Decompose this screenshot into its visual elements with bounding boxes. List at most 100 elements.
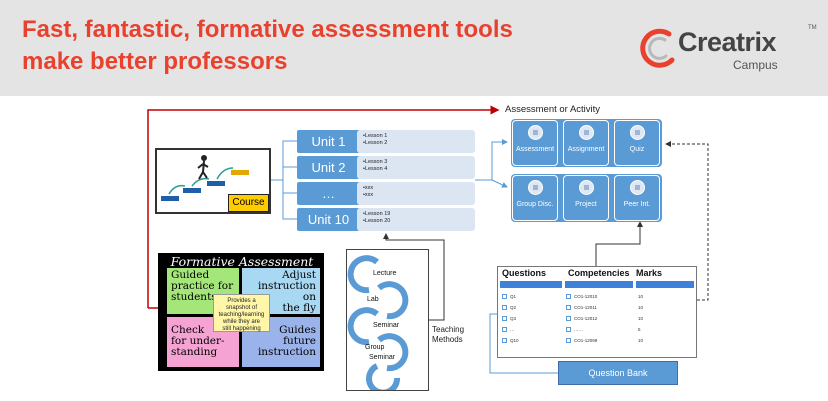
- cell-question: Q10: [510, 338, 519, 343]
- row-checkbox[interactable]: [502, 338, 507, 343]
- quadrant-line: for under-: [171, 335, 225, 347]
- document-icon: [579, 180, 594, 195]
- method-group-seminar: Seminar: [369, 354, 396, 361]
- lesson-item: •Lesson 4: [363, 166, 388, 172]
- tile-label: Assignment: [567, 146, 605, 153]
- quadrant-line: standing: [171, 346, 218, 358]
- document-icon: [528, 180, 543, 195]
- row-checkbox[interactable]: [502, 316, 507, 321]
- cell-marks: 10: [638, 338, 644, 343]
- column-bar: [500, 281, 562, 288]
- quadrant-check-understanding: Check for under- standing: [167, 317, 239, 367]
- row-checkbox[interactable]: [502, 294, 507, 299]
- quadrant-line: Guides: [279, 324, 316, 336]
- cell-question: Q2: [510, 305, 517, 310]
- row-checkbox[interactable]: [502, 327, 507, 332]
- unit-2[interactable]: Unit 2: [297, 156, 360, 179]
- tile-label: Project: [575, 201, 597, 208]
- assessment-tile[interactable]: Assessment: [512, 120, 558, 166]
- row-checkbox[interactable]: [566, 294, 571, 299]
- unit-ellipsis[interactable]: …: [297, 182, 360, 205]
- unit-1[interactable]: Unit 1: [297, 130, 360, 153]
- quadrant-line: students: [171, 291, 217, 303]
- caption-line: Teaching: [432, 325, 465, 334]
- row-checkbox[interactable]: [566, 338, 571, 343]
- method-seminar: Seminar: [373, 322, 400, 329]
- note-line: while they are: [222, 319, 261, 325]
- lesson-item: •xxx: [363, 185, 374, 191]
- row-checkbox[interactable]: [566, 316, 571, 321]
- cycle-arrows-icon: [347, 255, 409, 390]
- quadrant-line: instruction: [257, 346, 316, 358]
- logo-word: Creatrix: [678, 27, 777, 57]
- assessment-row-2: Group Disc. Project Peer Int.: [511, 174, 662, 222]
- note-line: still happening: [222, 326, 261, 332]
- formative-center-note: Provides a snapshot of teaching/learning…: [213, 294, 270, 332]
- assessment-title: Assessment or Activity: [505, 104, 601, 115]
- quadrant-line: Guided: [171, 269, 210, 281]
- quadrant-guided-practice: Guided practice for students: [167, 268, 239, 314]
- question-bank-button[interactable]: Question Bank: [558, 361, 678, 385]
- caption-line: Methods: [432, 335, 463, 344]
- note-line: Provides a: [227, 298, 256, 304]
- unit-1-lessons: •Lesson 1 •Lesson 2: [357, 130, 475, 153]
- document-icon: [528, 125, 543, 140]
- lesson-item: •Lesson 3: [363, 159, 388, 165]
- cell-marks: 10: [638, 316, 644, 321]
- column-bar: [636, 281, 694, 288]
- cell-competency: CO1-12012: [574, 316, 598, 321]
- peer-int-tile[interactable]: Peer Int.: [614, 175, 660, 221]
- document-icon: [630, 125, 645, 140]
- header-competencies: Competencies: [568, 268, 630, 278]
- tile-label: Peer Int.: [623, 201, 651, 208]
- lesson-item: •Lesson 2: [363, 140, 388, 146]
- header-marks: Marks: [636, 268, 663, 278]
- tile-label: Assessment: [515, 146, 555, 153]
- quadrant-line: the fly: [282, 302, 316, 314]
- unit-10[interactable]: Unit 10: [297, 208, 360, 231]
- cell-competency: ……: [574, 327, 583, 332]
- quadrant-line: instruction on: [257, 280, 316, 303]
- header-banner: Fast, fantastic, formative assessment to…: [0, 0, 828, 96]
- red-feedback-line: [147, 105, 500, 308]
- row-checkbox[interactable]: [566, 327, 571, 332]
- assessment-row-1: Assessment Assignment Quiz: [511, 119, 662, 167]
- assignment-tile[interactable]: Assignment: [563, 120, 609, 166]
- logo-subtitle: Campus: [733, 58, 778, 72]
- quadrant-line: Adjust: [282, 269, 316, 281]
- method-group: Group: [365, 344, 385, 351]
- logo-ring-icon: [640, 28, 675, 68]
- quiz-tile[interactable]: Quiz: [614, 120, 660, 166]
- headline: Fast, fantastic, formative assessment to…: [22, 14, 622, 78]
- lesson-item: •Lesson 1: [363, 133, 388, 139]
- project-tile[interactable]: Project: [563, 175, 609, 221]
- cell-marks: 10: [638, 305, 644, 310]
- lesson-item: •Lesson 19: [363, 211, 391, 217]
- formative-title: Formative Assessment: [170, 254, 314, 269]
- unit-10-lessons: •Lesson 19 •Lesson 20: [357, 208, 475, 231]
- cell-competency: CO1-12011: [574, 305, 597, 310]
- method-lab: Lab: [367, 296, 379, 303]
- cell-competency: CO1-12010: [574, 294, 598, 299]
- header-questions: Questions: [502, 268, 547, 278]
- quadrant-line: Check: [171, 324, 205, 336]
- question-bank-table: Questions Competencies Marks Q1 CO1-1201…: [497, 266, 697, 358]
- headline-line-1: Fast, fantastic, formative assessment to…: [22, 16, 513, 43]
- tile-label: Quiz: [629, 146, 645, 153]
- headline-line-2: make better professors: [22, 48, 288, 75]
- cell-question: Q1: [510, 294, 517, 299]
- cell-question: …: [510, 327, 515, 332]
- teaching-methods-box: Lecture Lab Seminar Group Seminar: [346, 249, 429, 391]
- row-checkbox[interactable]: [502, 305, 507, 310]
- tile-label: Group Disc.: [516, 201, 554, 208]
- course-label: Course: [228, 194, 269, 212]
- creatrix-logo: Creatrix Campus TM: [638, 24, 818, 74]
- stairs-illustration: [161, 155, 249, 201]
- cell-marks: 10: [638, 294, 644, 299]
- row-checkbox[interactable]: [566, 305, 571, 310]
- cell-marks: 5: [638, 327, 641, 332]
- column-bar: [565, 281, 633, 288]
- group-disc-tile[interactable]: Group Disc.: [512, 175, 558, 221]
- logo-trademark: TM: [808, 25, 817, 31]
